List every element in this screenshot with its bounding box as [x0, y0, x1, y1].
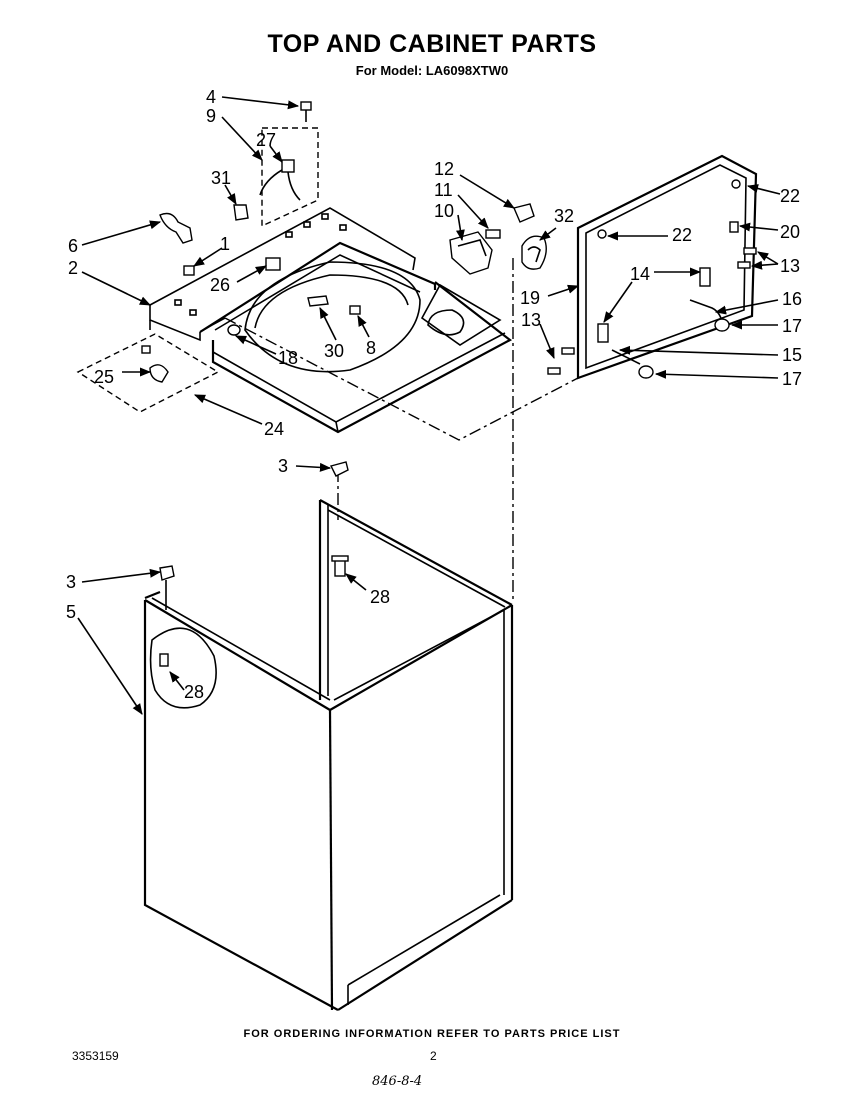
callout-22-top: 22 — [780, 186, 800, 206]
callout-13-left: 13 — [521, 310, 541, 330]
model-subtitle: For Model: LA6098XTW0 — [355, 63, 509, 78]
part-8-screw — [349, 305, 361, 315]
callout-17-top: 17 — [782, 316, 802, 336]
page-number: 2 — [430, 1049, 437, 1063]
part-3-clip-b — [159, 565, 175, 610]
part-27-harness — [259, 159, 301, 201]
callout-18: 18 — [278, 348, 298, 368]
part-9-harness-box — [261, 127, 319, 228]
callout-15: 15 — [782, 345, 802, 365]
callout-22-mid: 22 — [672, 225, 692, 245]
part-4-screw — [300, 101, 312, 122]
callout-12: 12 — [434, 159, 454, 179]
part-12-clip — [513, 203, 535, 223]
part-32-bleach-cup — [521, 235, 547, 270]
part-13-screws — [547, 247, 757, 375]
callout-14: 14 — [630, 264, 650, 284]
callout-27: 27 — [256, 130, 276, 150]
callout-24: 24 — [264, 419, 284, 439]
cabinet-part-5 — [143, 499, 514, 1011]
part-25-parts — [141, 345, 169, 383]
callout-26: 26 — [210, 275, 230, 295]
callout-1: 1 — [220, 234, 230, 254]
part-1-nut — [183, 265, 195, 276]
callout-31: 31 — [211, 168, 231, 188]
part-18-hinge-cover — [227, 324, 241, 336]
part-26-grommet — [265, 257, 281, 271]
callout-3-top: 3 — [278, 456, 288, 476]
part-31-clip — [233, 204, 249, 221]
callout-2: 2 — [68, 258, 78, 278]
document-number: 3353159 — [72, 1049, 119, 1063]
callout-28-top: 28 — [370, 587, 390, 607]
callout-5: 5 — [66, 602, 76, 622]
part-3-clip-a — [329, 461, 349, 477]
callout-25: 25 — [94, 367, 114, 387]
part-17-bumpers — [638, 318, 730, 379]
callout-9: 9 — [206, 106, 216, 126]
callout-4: 4 — [206, 87, 216, 107]
ordering-note: FOR ORDERING INFORMATION REFER TO PARTS … — [243, 1028, 621, 1040]
callout-28-cutaway: 28 — [184, 682, 204, 702]
part-24-group-box — [76, 333, 220, 413]
leader-arrows — [77, 96, 781, 715]
part-10-dispenser-bracket — [449, 231, 493, 275]
callout-11: 11 — [434, 180, 453, 200]
part-6-hinge — [159, 212, 193, 244]
handwritten-note: 846-8-4 — [372, 1074, 423, 1089]
callout-16: 16 — [782, 289, 802, 309]
callout-19: 19 — [520, 288, 540, 308]
callout-6: 6 — [68, 236, 78, 256]
callout-17-bottom: 17 — [782, 369, 802, 389]
callout-10: 10 — [434, 201, 454, 221]
part-30-lid-switch — [307, 295, 329, 307]
callout-20: 20 — [780, 222, 800, 242]
page-title: TOP AND CABINET PARTS — [267, 30, 597, 58]
part-28-screw — [331, 555, 349, 577]
washer-top-panel — [149, 207, 513, 434]
callout-32: 32 — [554, 206, 574, 226]
callout-13-right: 13 — [780, 256, 800, 276]
callout-labels: 4 9 27 31 6 1 2 26 25 18 30 8 24 12 11 1… — [66, 87, 802, 702]
callout-3-left: 3 — [66, 572, 76, 592]
lid-part-19 — [576, 154, 758, 380]
alignment-line-lid — [224, 317, 579, 441]
part-11-screw — [485, 229, 501, 239]
callout-30: 30 — [324, 341, 344, 361]
callout-8: 8 — [366, 338, 376, 358]
